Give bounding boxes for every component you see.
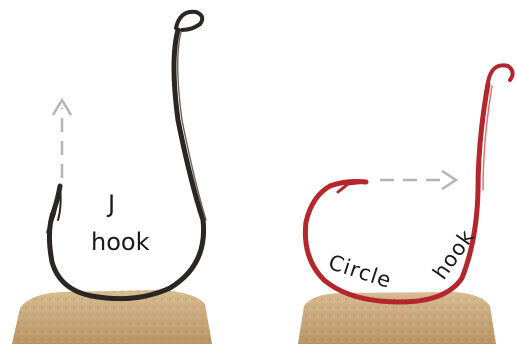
j-hook-label-line2: hook	[91, 230, 149, 254]
circle-hook-direction-arrow	[380, 171, 456, 189]
j-hook-label-line1: J	[108, 192, 115, 216]
j-hook-direction-arrow	[53, 100, 71, 178]
